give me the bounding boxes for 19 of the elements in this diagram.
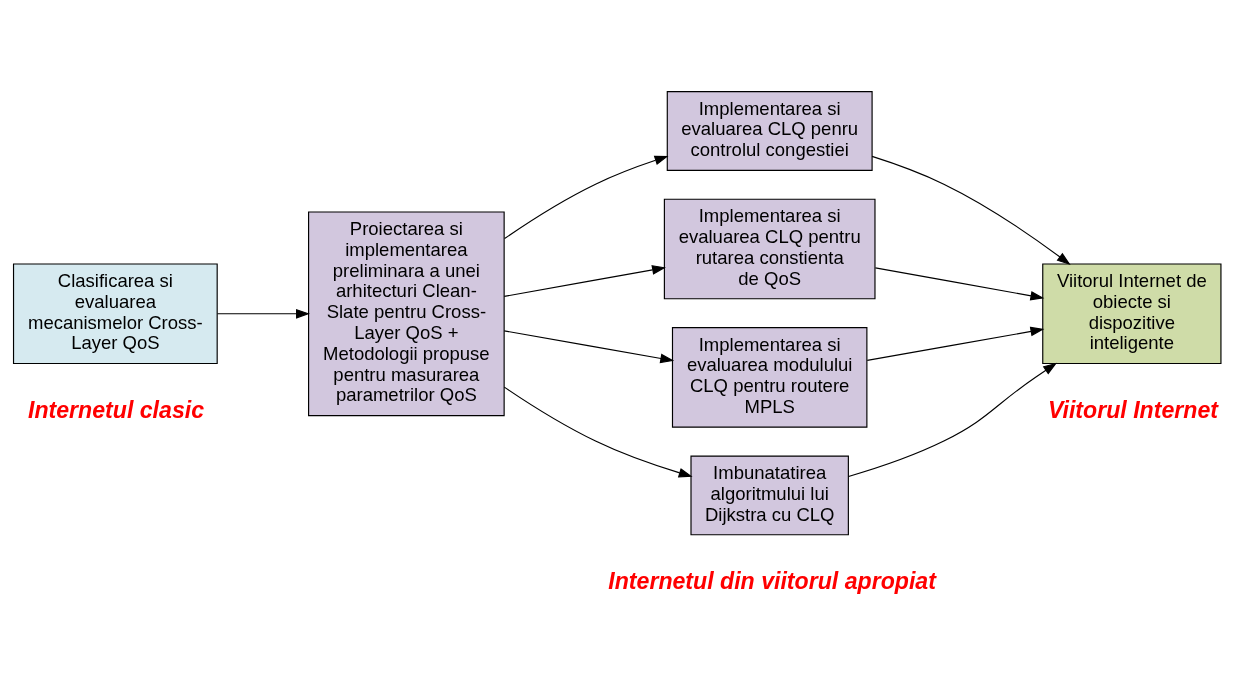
node-box: Implementarea si evaluarea modulului CLQ pentru routere MPLS [671, 326, 868, 428]
arrow [503, 264, 666, 297]
node-box: Proiectarea si implementarea preliminara a unei arhitecturi Clean-Slate pentru Cross-Layer QoS + Metodologii propuse pentru masurarea parametrilor QoS [308, 210, 505, 416]
node-box: Clasificarea si evaluarea mecanismelor Cross-Layer QoS [12, 262, 218, 364]
arrow [847, 362, 1057, 477]
arrow [504, 155, 669, 239]
node-box: Viitorul Internet de obiecte si dispozitive inteligente [1042, 262, 1222, 364]
node-box: Imbunatatirea algoritmului lui Dijkstra cu CLQ [690, 455, 849, 535]
node-box: Implementarea si evaluarea CLQ pentru rutarea constienta de QoS [663, 198, 876, 299]
arrow [866, 326, 1045, 361]
label: Internetul clasic [28, 396, 205, 423]
arrow [871, 155, 1071, 265]
node-box: Implementarea si evaluarea CLQ penru controlul congestiei [666, 90, 873, 171]
arrow [503, 329, 675, 363]
label: Internetul din viitorul apropiat [608, 567, 936, 594]
arrow [216, 308, 310, 319]
arrow [874, 266, 1045, 301]
label: Viitorul Internet [1047, 396, 1218, 423]
arrow [503, 386, 693, 477]
